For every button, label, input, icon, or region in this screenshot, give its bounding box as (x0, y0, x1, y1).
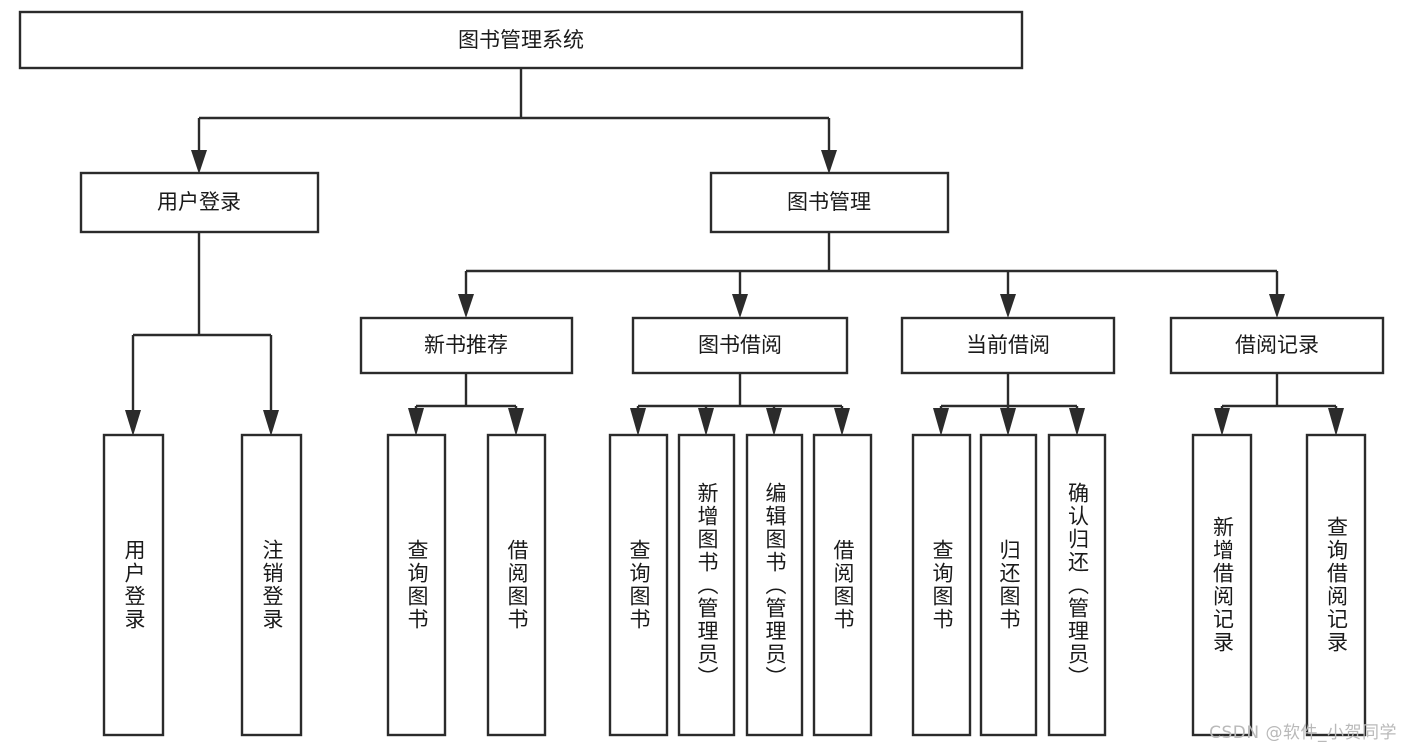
node-leaf-return-book-box[interactable] (979, 433, 1038, 737)
arrow-head-leaf-query-book-3 (933, 408, 949, 436)
arrow-head-leaf-borrow-book-2 (834, 408, 850, 436)
node-leaf-query-record-box[interactable] (1305, 433, 1367, 737)
node-user-login-box[interactable] (79, 171, 320, 234)
node-current-borrow[interactable]: 当前借阅 (900, 316, 1116, 375)
arrow-head-leaf-add-record (1214, 408, 1230, 436)
arrow-head-leaf-add-book (698, 408, 714, 436)
arrow-head-current-borrow (1000, 294, 1016, 318)
node-borrow-record-label: 借阅记录 (1235, 333, 1319, 357)
node-book-management-label: 图书管理 (787, 190, 871, 214)
arrow-head-leaf-query-book-1 (408, 408, 424, 436)
node-user-login-label: 用户登录 (157, 190, 241, 214)
node-leaf-edit-book-box[interactable] (745, 433, 804, 737)
node-borrow-record-box[interactable] (1169, 316, 1385, 375)
node-leaf-query-book-1-box[interactable] (386, 433, 447, 737)
connector-layer (125, 68, 1344, 436)
node-book-management-box[interactable] (709, 171, 950, 234)
node-current-borrow-label: 当前借阅 (966, 333, 1050, 357)
node-root[interactable]: 图书管理系统 (18, 10, 1024, 70)
arrow-head-leaf-query-book-2 (630, 408, 646, 436)
node-current-borrow-box[interactable] (900, 316, 1116, 375)
arrow-head-user-login (191, 150, 207, 174)
arrow-head-book-management (821, 150, 837, 174)
node-borrow-record[interactable]: 借阅记录 (1169, 316, 1385, 375)
node-leaf-user-login-box[interactable] (102, 433, 165, 737)
node-book-borrow[interactable]: 图书借阅 (631, 316, 849, 375)
node-leaf-user-logout-box[interactable] (240, 433, 303, 737)
arrow-head-leaf-user-login (125, 410, 141, 436)
arrow-head-leaf-borrow-book-1 (508, 408, 524, 436)
arrow-head-new-book-recommend (458, 294, 474, 318)
node-leaf-query-book-2-box[interactable] (608, 433, 669, 737)
arrow-head-borrow-record (1269, 294, 1285, 318)
arrow-head-leaf-user-logout (263, 410, 279, 436)
node-root-box[interactable] (18, 10, 1024, 70)
node-leaf-add-record-box[interactable] (1191, 433, 1253, 737)
node-root-label: 图书管理系统 (458, 28, 584, 52)
arrow-head-leaf-confirm-return (1069, 408, 1085, 436)
watermark-text: CSDN @软件_小贺同学 (1209, 723, 1397, 743)
node-new-book-recommend-box[interactable] (359, 316, 574, 375)
node-leaf-add-book-box[interactable] (677, 433, 736, 737)
node-leaf-borrow-book-1-box[interactable] (486, 433, 547, 737)
node-book-borrow-box[interactable] (631, 316, 849, 375)
node-new-book-recommend-label: 新书推荐 (424, 333, 508, 357)
arrow-head-book-borrow (732, 294, 748, 318)
arrow-head-leaf-return-book (1000, 408, 1016, 436)
node-book-management[interactable]: 图书管理 (709, 171, 950, 234)
node-leaf-query-book-3-box[interactable] (911, 433, 972, 737)
node-user-login[interactable]: 用户登录 (79, 171, 320, 234)
arrow-head-leaf-edit-book (766, 408, 782, 436)
node-new-book-recommend[interactable]: 新书推荐 (359, 316, 574, 375)
node-leaf-confirm-return-box[interactable] (1047, 433, 1107, 737)
node-leaf-borrow-book-2-box[interactable] (812, 433, 873, 737)
arrow-head-leaf-query-record (1328, 408, 1344, 436)
node-book-borrow-label: 图书借阅 (698, 333, 782, 357)
